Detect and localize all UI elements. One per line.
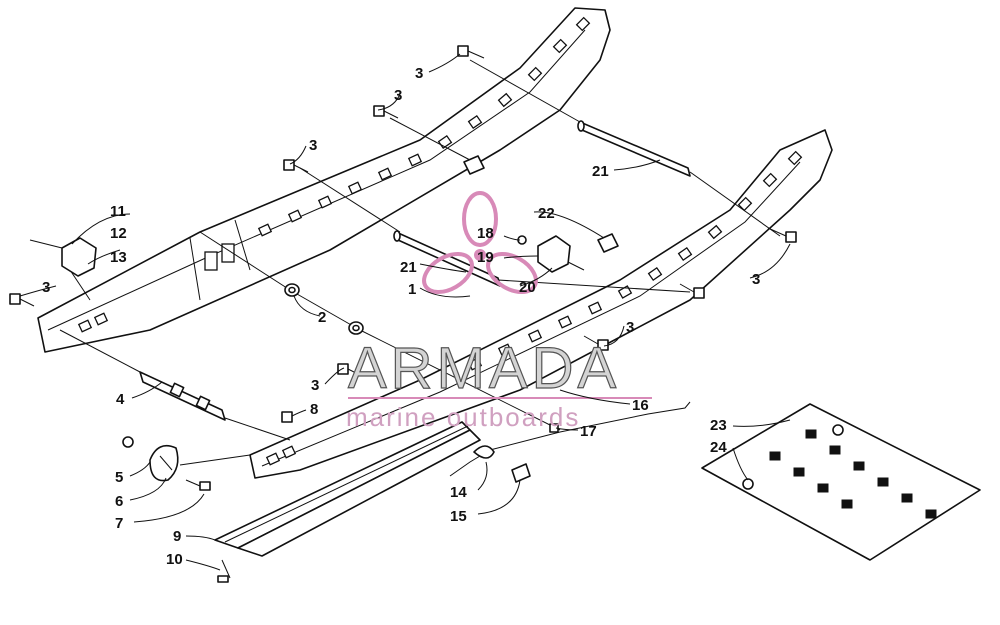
alignment-lines — [59, 59, 781, 466]
bolt-3-e — [767, 227, 797, 243]
callout-21-lower: 21 — [400, 259, 417, 276]
spacer-22-b — [597, 233, 619, 253]
bolt-3-c — [283, 159, 309, 173]
watermark-subtitle: marine outboards — [346, 402, 580, 432]
block-12 — [29, 237, 97, 277]
callout-19: 19 — [477, 249, 494, 266]
callout-21-upper: 21 — [592, 163, 609, 180]
nut-8 — [281, 411, 293, 423]
callout-6: 6 — [115, 493, 123, 510]
callout-23: 23 — [710, 417, 727, 434]
callout-3-c: 3 — [42, 279, 50, 296]
callout-24: 24 — [710, 439, 727, 456]
screw-10 — [217, 559, 231, 583]
callout-3-b: 3 — [309, 137, 317, 154]
callout-20: 20 — [519, 279, 536, 296]
slide-runner — [214, 421, 481, 557]
callout-14: 14 — [450, 484, 467, 501]
left-rail — [37, 7, 611, 353]
track-belt — [701, 403, 981, 561]
callout-17: 17 — [580, 423, 597, 440]
callout-16: 16 — [632, 397, 649, 414]
axle-4 — [139, 371, 226, 421]
bolt-3-a — [457, 45, 485, 59]
callout-3-d: 3 — [752, 271, 760, 288]
callout-15: 15 — [450, 508, 467, 525]
callout-22: 22 — [538, 205, 555, 222]
right-rail — [249, 129, 833, 479]
shaft-21-upper — [577, 120, 691, 177]
wheel-6 — [149, 444, 179, 482]
watermark-title: ARMADA — [348, 336, 620, 401]
bolt-3-h — [337, 363, 363, 377]
callout-4: 4 — [116, 391, 125, 408]
washer-2 — [284, 283, 300, 297]
block-19 — [537, 235, 585, 273]
callout-leaders — [19, 53, 791, 571]
pin-15 — [511, 463, 531, 483]
spacer-22-a — [463, 155, 485, 175]
callout-9: 9 — [173, 528, 181, 545]
callout-5: 5 — [115, 469, 123, 486]
callout-12: 12 — [110, 225, 127, 242]
bolt-3-d — [9, 293, 35, 307]
bolt-7 — [185, 479, 211, 491]
callout-13: 13 — [110, 249, 127, 266]
nut-5 — [122, 436, 134, 448]
callout-18: 18 — [477, 225, 494, 242]
callout-7: 7 — [115, 515, 123, 532]
callout-1: 1 — [408, 281, 416, 298]
callout-8: 8 — [310, 401, 318, 418]
callout-3-g: 3 — [394, 87, 402, 104]
watermark: ARMADA marine outboards — [346, 191, 652, 432]
bolt-3-b — [373, 105, 399, 119]
callout-3-e: 3 — [626, 319, 634, 336]
callout-10: 10 — [166, 551, 183, 568]
bushing-2 — [348, 321, 364, 335]
bolt-3-f — [679, 283, 705, 299]
callout-3-a: 3 — [415, 65, 423, 82]
callout-3-f: 3 — [311, 377, 319, 394]
callout-labels: 1 2 3 3 3 3 3 3 3 4 5 6 7 8 9 10 11 12 1… — [42, 65, 760, 568]
callout-11: 11 — [110, 203, 126, 220]
torsion-spring-16 — [449, 401, 691, 477]
callout-2: 2 — [318, 309, 326, 326]
propeller-logo-icon — [422, 191, 538, 294]
